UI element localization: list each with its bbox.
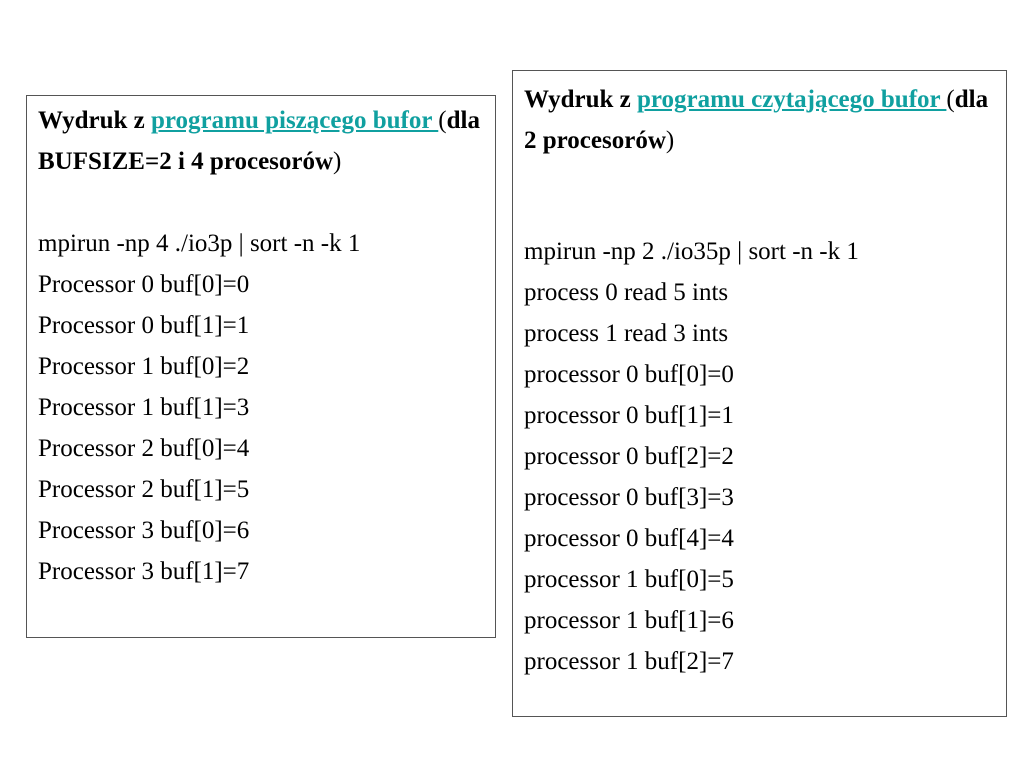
writer-output-heading: Wydruk z programu piszącego bufor (dla B… bbox=[38, 100, 495, 182]
output-line: Processor 1 buf[0]=2 bbox=[38, 353, 250, 380]
reader-program-link[interactable]: programu czytającego bufor bbox=[636, 86, 947, 113]
reader-heading-paren-close: ) bbox=[665, 127, 675, 154]
output-line: processor 0 buf[0]=0 bbox=[524, 361, 734, 388]
output-line: Processor 0 buf[0]=0 bbox=[38, 271, 250, 298]
output-line: processor 0 buf[2]=2 bbox=[524, 443, 734, 470]
command-line: mpirun -np 2 ./io35p | sort -n -k 1 bbox=[524, 238, 859, 265]
output-line: processor 1 buf[1]=6 bbox=[524, 607, 734, 634]
reader-output-lines: mpirun -np 2 ./io35p | sort -n -k 1 proc… bbox=[524, 231, 1006, 682]
command-line: mpirun -np 4 ./io3p | sort -n -k 1 bbox=[38, 230, 361, 257]
writer-output-panel: Wydruk z programu piszącego bufor (dla B… bbox=[26, 95, 496, 638]
writer-output-lines: mpirun -np 4 ./io3p | sort -n -k 1 Proce… bbox=[38, 223, 495, 592]
writer-heading-suffix: dla BUFSIZE=2 i 4 procesorów bbox=[38, 107, 480, 175]
output-line: Processor 0 buf[1]=1 bbox=[38, 312, 250, 339]
output-line: Processor 3 buf[1]=7 bbox=[38, 558, 250, 585]
output-line: process 0 read 5 ints bbox=[524, 279, 729, 306]
writer-heading-paren-open: ( bbox=[438, 107, 447, 134]
reader-heading-prefix: Wydruk z bbox=[524, 86, 637, 113]
writer-heading-paren-close: ) bbox=[333, 148, 342, 175]
output-line: Processor 2 buf[0]=4 bbox=[38, 435, 250, 462]
writer-program-link[interactable]: programu piszącego bufor bbox=[150, 107, 439, 134]
reader-heading-suffix: dla 2 procesorów bbox=[524, 86, 989, 154]
output-line: Processor 3 buf[0]=6 bbox=[38, 517, 250, 544]
output-line: process 1 read 3 ints bbox=[524, 320, 729, 347]
output-line: processor 1 buf[2]=7 bbox=[524, 648, 734, 675]
spacer bbox=[524, 161, 1006, 231]
spacer bbox=[38, 182, 495, 223]
reader-heading-paren-open: ( bbox=[946, 86, 955, 113]
writer-heading-prefix: Wydruk z bbox=[38, 107, 151, 134]
output-line: Processor 2 buf[1]=5 bbox=[38, 476, 250, 503]
output-line: processor 0 buf[1]=1 bbox=[524, 402, 734, 429]
output-line: processor 0 buf[4]=4 bbox=[524, 525, 734, 552]
reader-output-heading: Wydruk z programu czytającego bufor (dla… bbox=[524, 79, 1006, 161]
reader-output-panel: Wydruk z programu czytającego bufor (dla… bbox=[512, 70, 1007, 717]
output-line: processor 1 buf[0]=5 bbox=[524, 566, 734, 593]
output-line: processor 0 buf[3]=3 bbox=[524, 484, 734, 511]
output-line: Processor 1 buf[1]=3 bbox=[38, 394, 250, 421]
